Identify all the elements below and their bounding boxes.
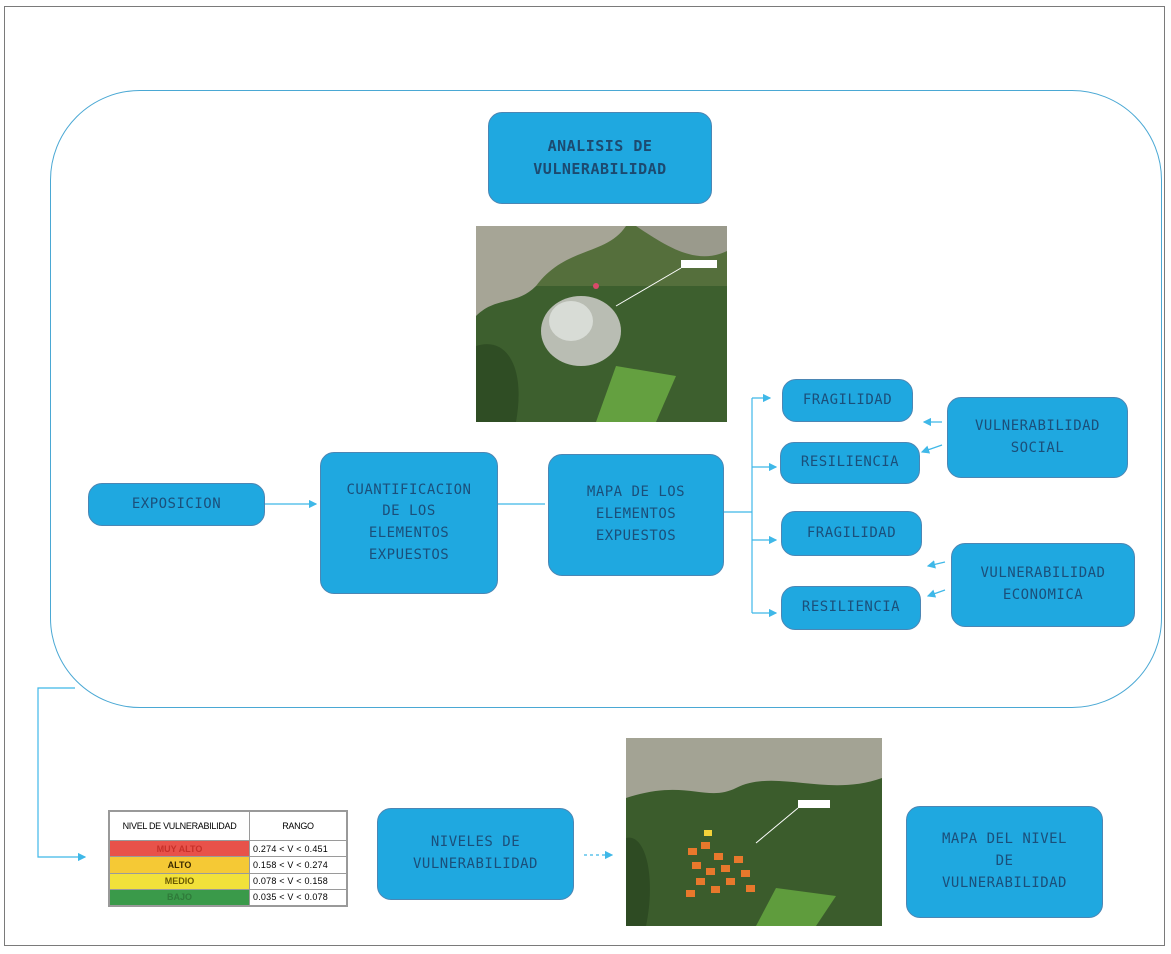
legend-level-alto: ALTO <box>109 856 250 874</box>
legend-range-muy-alto: 0.274 < V < 0.451 <box>249 840 347 858</box>
legend-level-bajo: BAJO <box>109 888 250 907</box>
analysis-group-outline <box>50 90 1162 708</box>
node-vulnerabilidad-social: VULNERABILIDAD SOCIAL <box>947 397 1128 478</box>
legend-range-bajo: 0.035 < V < 0.078 <box>249 888 347 907</box>
diagram-title: ANALISIS DE VULNERABILIDAD <box>488 112 712 204</box>
node-fragilidad-social: FRAGILIDAD <box>782 379 913 422</box>
node-niveles: NIVELES DE VULNERABILIDAD <box>377 808 574 900</box>
node-resiliencia-social: RESILIENCIA <box>780 442 920 484</box>
node-resiliencia-economica: RESILIENCIA <box>781 586 921 630</box>
node-cuantificacion: CUANTIFICACION DE LOS ELEMENTOS EXPUESTO… <box>320 452 498 594</box>
legend-level-medio: MEDIO <box>109 872 250 890</box>
legend-range-medio: 0.078 < V < 0.158 <box>249 872 347 890</box>
node-mapa-elementos: MAPA DE LOS ELEMENTOS EXPUESTOS <box>548 454 724 576</box>
node-vulnerabilidad-economica: VULNERABILIDAD ECONOMICA <box>951 543 1135 627</box>
page-frame <box>4 6 1165 946</box>
legend-header-range: RANGO <box>249 810 347 842</box>
node-mapa-nivel: MAPA DEL NIVEL DE VULNERABILIDAD <box>906 806 1103 918</box>
vulnerability-legend-table: NIVEL DE VULNERABILIDAD RANGO MUY ALTO 0… <box>108 810 348 907</box>
vulnerability-map-image <box>626 738 882 926</box>
legend-range-alto: 0.158 < V < 0.274 <box>249 856 347 874</box>
legend-level-muy-alto: MUY ALTO <box>109 840 250 858</box>
legend-header-level: NIVEL DE VULNERABILIDAD <box>109 810 250 842</box>
node-exposicion: EXPOSICION <box>88 483 265 526</box>
node-fragilidad-economica: FRAGILIDAD <box>781 511 922 556</box>
exposure-aerial-image <box>476 226 727 422</box>
